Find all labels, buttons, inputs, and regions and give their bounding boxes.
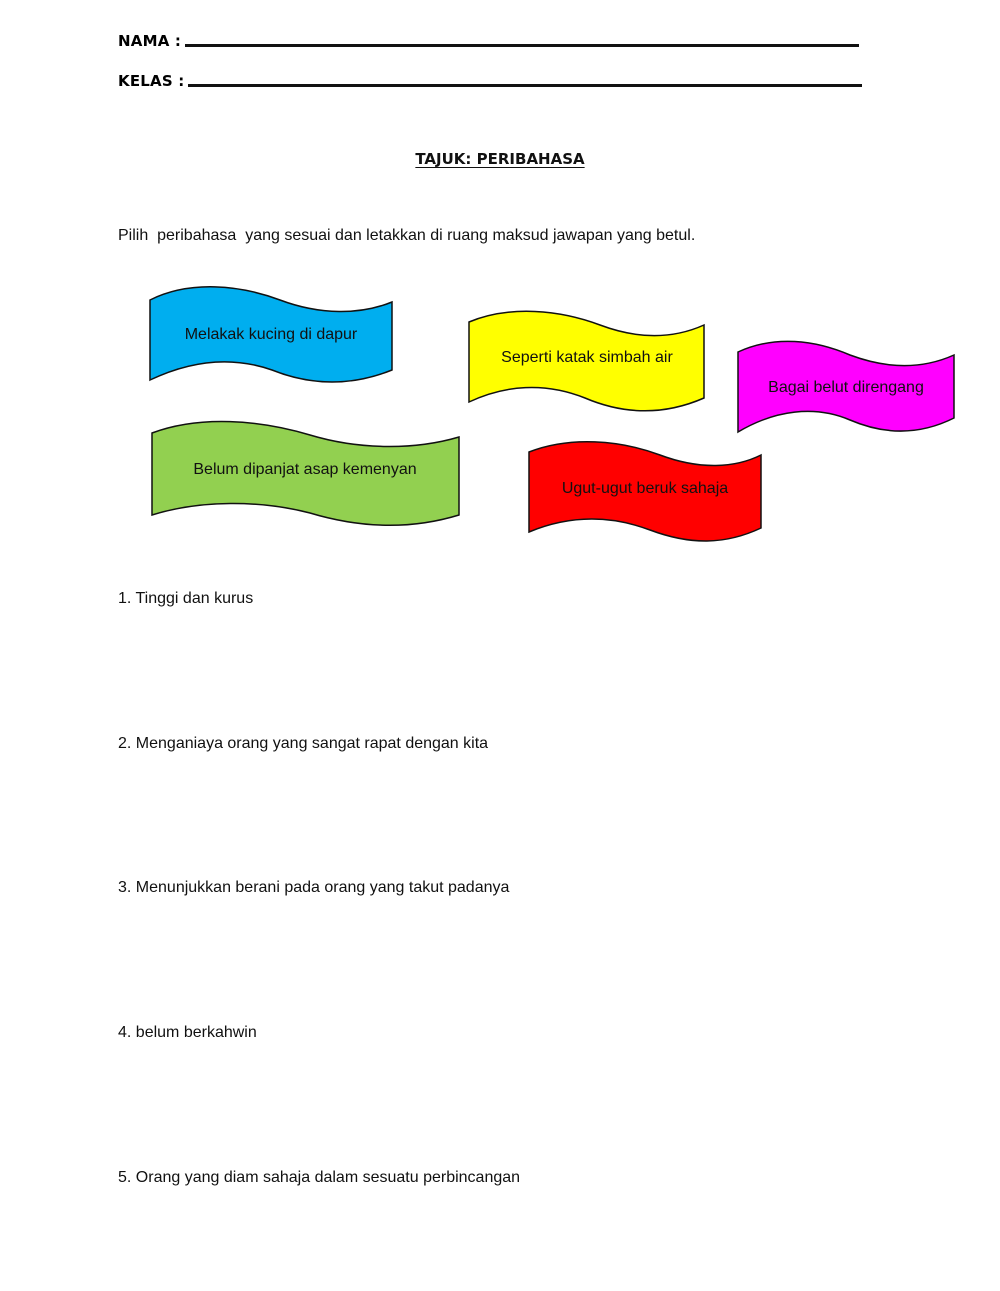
banner-text: Melakak kucing di dapur	[185, 326, 358, 343]
class-input-line[interactable]	[188, 84, 863, 87]
name-input-line[interactable]	[185, 44, 860, 47]
answer-drop-zone-4[interactable]	[118, 1049, 878, 1139]
banner-text: Bagai belut direngang	[768, 379, 924, 396]
class-field: KELAS :	[118, 72, 863, 90]
answer-drop-zone-2[interactable]	[118, 760, 878, 850]
banner-text: Belum dipanjat asap kemenyan	[193, 461, 416, 478]
name-label: NAMA :	[118, 32, 182, 50]
wave-flag-shape	[737, 340, 955, 434]
proverb-banners: Melakak kucing di dapur Seperti katak si…	[149, 286, 955, 542]
banner-belum-dipanjat[interactable]: Belum dipanjat asap kemenyan	[151, 420, 460, 527]
page-title: TAJUK: PERIBAHASA	[0, 150, 1000, 168]
banner-bagai-belut[interactable]: Bagai belut direngang	[737, 340, 955, 434]
question-4: 4. belum berkahwin	[118, 1024, 257, 1041]
question-1: 1. Tinggi dan kurus	[118, 590, 254, 607]
answer-drop-zone-1[interactable]	[118, 615, 878, 705]
name-field: NAMA :	[118, 32, 860, 50]
question-2: 2. Menganiaya orang yang sangat rapat de…	[118, 735, 489, 752]
answer-drop-zone-3[interactable]	[118, 904, 878, 994]
wave-flag-shape	[528, 441, 762, 542]
banner-text: Seperti katak simbah air	[501, 349, 673, 366]
wave-flag-shape	[149, 286, 393, 383]
answer-drop-zone-5[interactable]	[118, 1194, 878, 1284]
wave-flag-shape	[151, 420, 460, 527]
question-5: 5. Orang yang diam sahaja dalam sesuatu …	[118, 1169, 521, 1186]
page-title-text: TAJUK: PERIBAHASA	[415, 150, 585, 168]
class-label: KELAS :	[118, 72, 185, 90]
banner-seperti-katak[interactable]: Seperti katak simbah air	[468, 310, 705, 412]
instruction-text: Pilih peribahasa yang sesuai dan letakka…	[118, 227, 696, 244]
banner-text: Ugut-ugut beruk sahaja	[562, 480, 728, 497]
banner-melakak-kucing[interactable]: Melakak kucing di dapur	[149, 286, 393, 383]
question-3: 3. Menunjukkan berani pada orang yang ta…	[118, 879, 510, 896]
wave-flag-shape	[468, 310, 705, 412]
banner-ugut-ugut[interactable]: Ugut-ugut beruk sahaja	[528, 441, 762, 542]
